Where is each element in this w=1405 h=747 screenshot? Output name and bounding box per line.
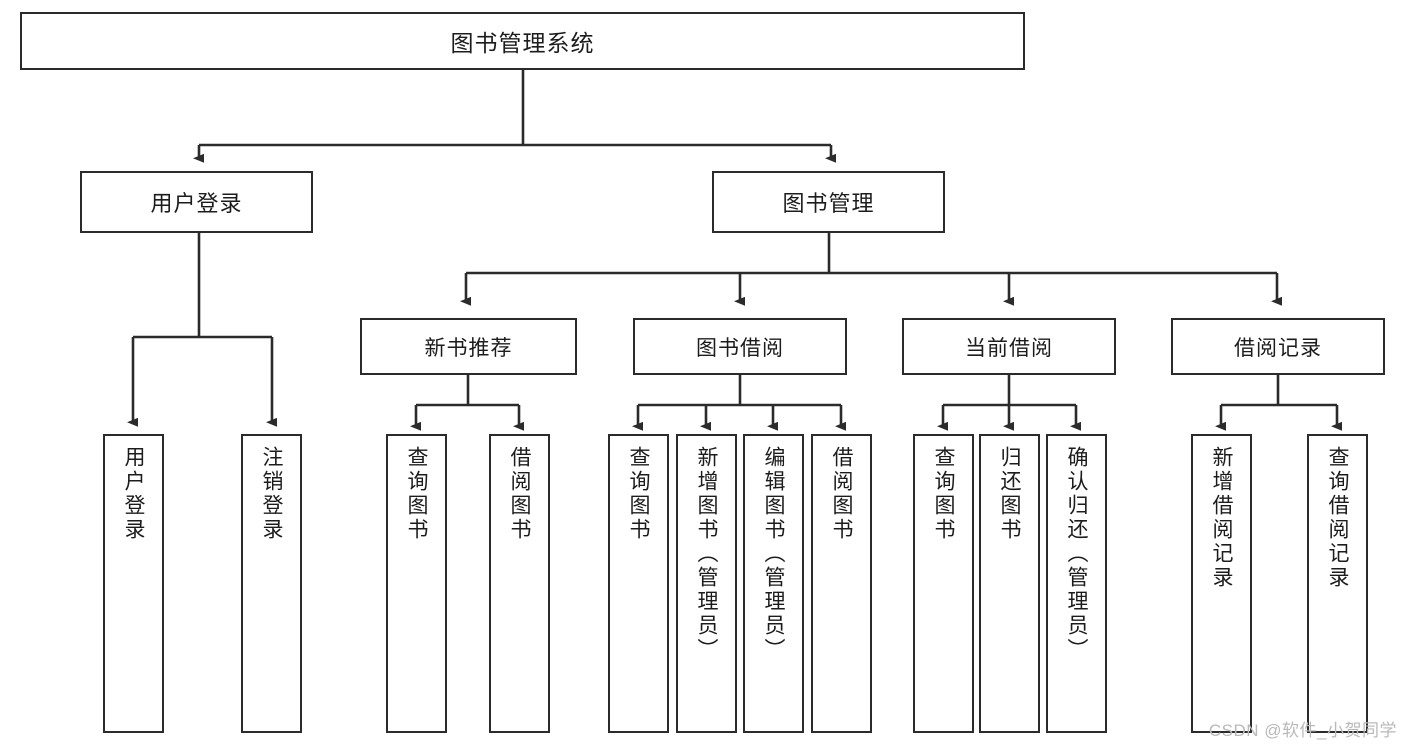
node-label: 查询图书 xyxy=(405,446,428,542)
watermark-label: CSDN @软件_小贺同学 xyxy=(1208,721,1397,740)
leaf-return-book[interactable]: 归还图书 xyxy=(979,434,1040,733)
node-new-book-recommend[interactable]: 新书推荐 xyxy=(360,318,577,375)
leaf-query-book-current[interactable]: 查询图书 xyxy=(913,434,974,733)
leaf-query-borrow-record[interactable]: 查询借阅记录 xyxy=(1307,434,1368,733)
node-label: 新书推荐 xyxy=(424,336,513,360)
node-borrow-record[interactable]: 借阅记录 xyxy=(1171,318,1385,375)
node-label: 借阅图书 xyxy=(508,446,531,542)
leaf-add-borrow-record[interactable]: 新增借阅记录 xyxy=(1191,434,1252,733)
node-label: 查询借阅记录 xyxy=(1326,446,1349,590)
node-label: 查询图书 xyxy=(932,446,955,542)
node-label: 确认归还（管理员） xyxy=(1065,446,1088,662)
leaf-user-login[interactable]: 用户登录 xyxy=(103,434,164,733)
node-label: 图书管理系统 xyxy=(450,30,595,56)
leaf-query-book-borrow[interactable]: 查询图书 xyxy=(608,434,669,733)
node-root-system[interactable]: 图书管理系统 xyxy=(20,12,1025,70)
leaf-confirm-return-admin[interactable]: 确认归还（管理员） xyxy=(1046,434,1107,733)
node-label: 借阅记录 xyxy=(1234,336,1322,360)
node-user-login[interactable]: 用户登录 xyxy=(80,171,313,233)
node-label: 用户登录 xyxy=(122,446,145,542)
node-label: 当前借阅 xyxy=(965,336,1053,360)
node-label: 借阅图书 xyxy=(830,446,853,542)
node-current-borrow[interactable]: 当前借阅 xyxy=(902,318,1116,375)
node-label: 查询图书 xyxy=(627,446,650,542)
leaf-edit-book-admin[interactable]: 编辑图书（管理员） xyxy=(743,434,804,733)
node-label: 图书借阅 xyxy=(696,336,784,360)
leaf-add-book-admin[interactable]: 新增图书（管理员） xyxy=(676,434,737,733)
node-book-manage[interactable]: 图书管理 xyxy=(712,171,945,233)
leaf-borrow-book-recommend[interactable]: 借阅图书 xyxy=(489,434,550,733)
leaf-borrow-book[interactable]: 借阅图书 xyxy=(811,434,872,733)
leaf-user-logout[interactable]: 注销登录 xyxy=(241,434,302,733)
node-label: 注销登录 xyxy=(260,446,283,542)
node-label: 图书管理 xyxy=(782,191,875,216)
leaf-query-book-recommend[interactable]: 查询图书 xyxy=(386,434,447,733)
node-label: 新增借阅记录 xyxy=(1210,446,1233,590)
node-label: 用户登录 xyxy=(150,191,243,216)
node-label: 编辑图书（管理员） xyxy=(762,446,785,662)
node-label: 新增图书（管理员） xyxy=(695,446,718,662)
node-book-borrow[interactable]: 图书借阅 xyxy=(633,318,847,375)
node-label: 归还图书 xyxy=(998,446,1021,542)
